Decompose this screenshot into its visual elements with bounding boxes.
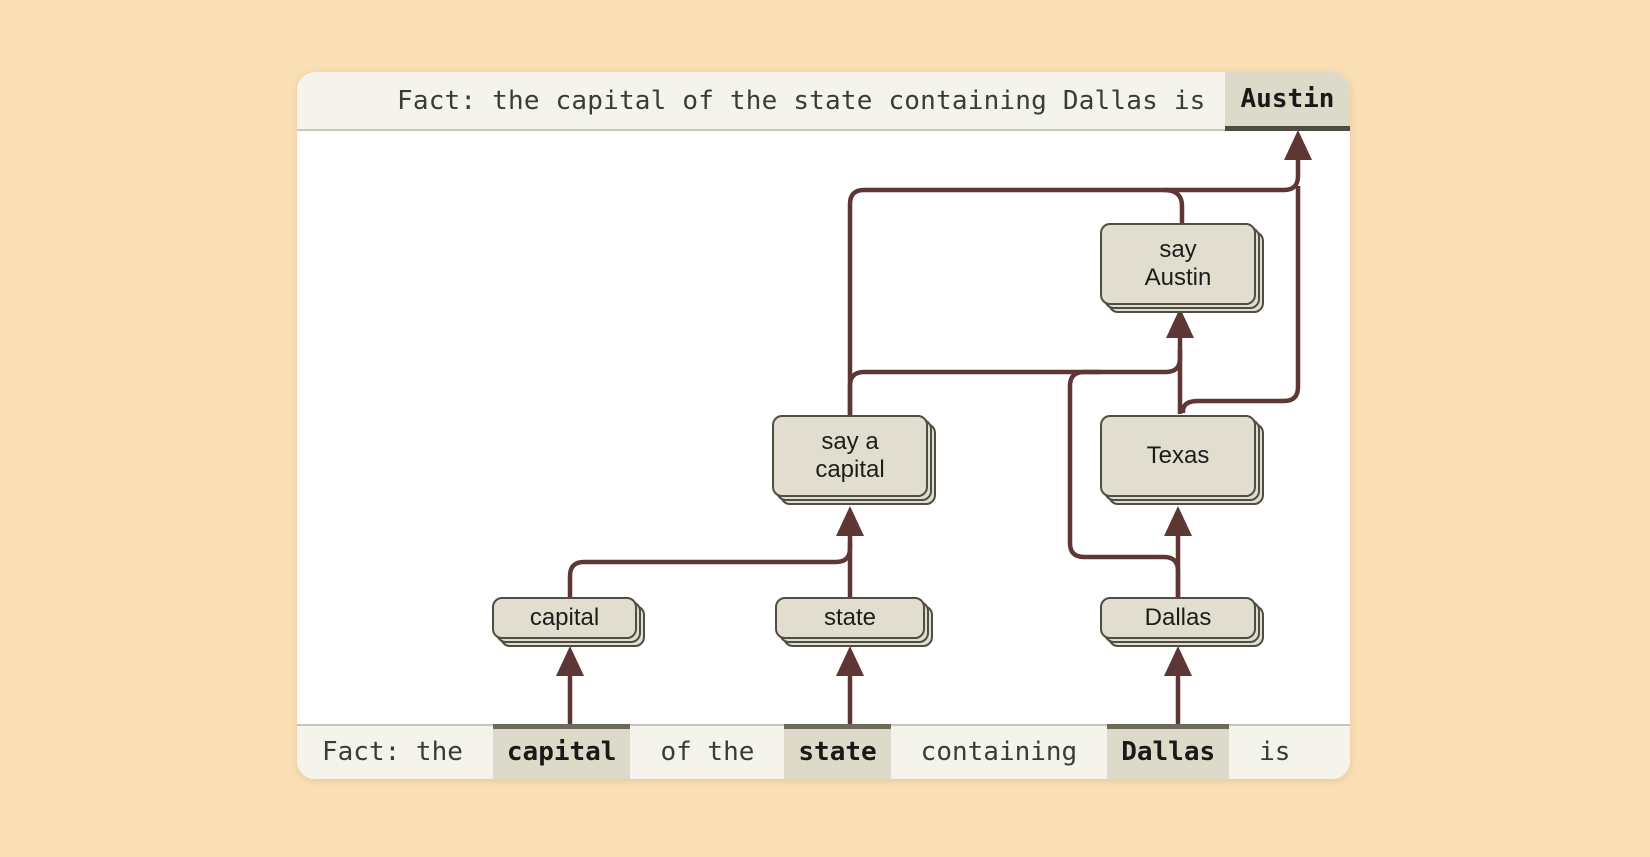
output-bar-prompt-text: Fact: the capital of the state containin… xyxy=(397,85,1206,116)
node-label-say-austin: say Austin xyxy=(1100,223,1256,305)
prompt-segment: is xyxy=(1259,736,1291,767)
output-bar: Fact: the capital of the state containin… xyxy=(297,72,1350,131)
node-label-line: say xyxy=(1159,236,1197,264)
prompt-token-capital: capital xyxy=(492,724,631,779)
node-capital: capital xyxy=(492,597,645,647)
node-label-say-a-capital: say a capital xyxy=(772,415,928,497)
node-label-line: capital xyxy=(529,604,600,632)
node-label-line: Texas xyxy=(1146,442,1210,470)
node-label-line: Dallas xyxy=(1144,604,1212,632)
node-say-a-capital: say a capital xyxy=(772,415,936,505)
node-say-austin: say Austin xyxy=(1100,223,1264,313)
prompt-token-state: state xyxy=(784,724,891,779)
node-state: state xyxy=(775,597,933,647)
node-label-texas: Texas xyxy=(1100,415,1256,497)
node-label-line: capital xyxy=(815,456,885,483)
node-label-capital: capital xyxy=(492,597,637,639)
node-label-line: say a xyxy=(821,428,879,456)
node-texas: Texas xyxy=(1100,415,1264,505)
node-label-line: state xyxy=(823,604,877,632)
node-label-dallas: Dallas xyxy=(1100,597,1256,639)
completion-token-austin: Austin xyxy=(1225,72,1350,131)
prompt-segment: of the xyxy=(660,736,755,767)
prompt-bar: Fact: the capital of the state containin… xyxy=(297,724,1350,779)
node-label-state: state xyxy=(775,597,925,639)
prompt-segment: containing xyxy=(920,736,1078,767)
node-label-line: Austin xyxy=(1144,264,1212,291)
prompt-token-dallas: Dallas xyxy=(1107,724,1230,779)
prompt-segment: Fact: the xyxy=(322,736,463,767)
node-dallas: Dallas xyxy=(1100,597,1264,647)
